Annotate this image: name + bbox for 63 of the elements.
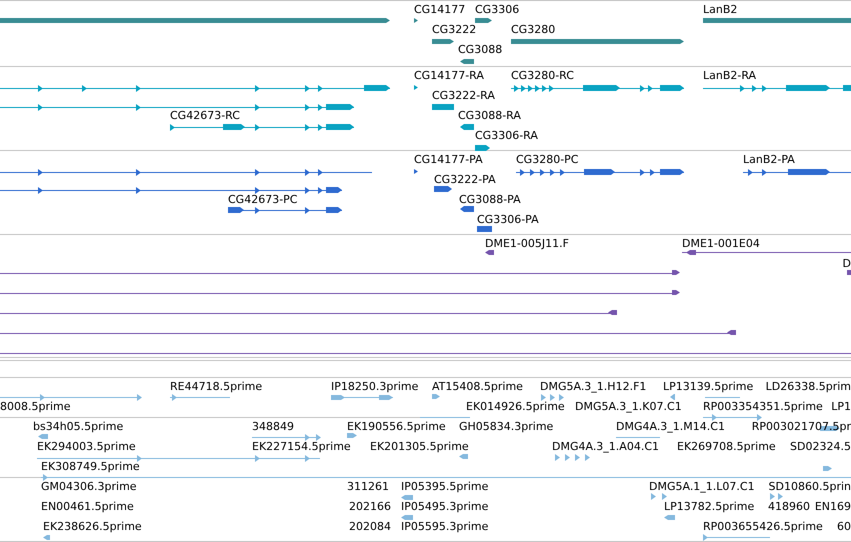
feature-label: RP003021707.5pr xyxy=(752,420,851,433)
feature-label: DME1-005J11.F xyxy=(485,237,569,250)
feature-label: IP05595.3prime xyxy=(401,520,488,533)
feature-label: LP13139.5prime xyxy=(663,380,754,393)
feature-label: CG3280-PC xyxy=(516,153,578,166)
feature-label: 8008.5prime xyxy=(0,400,71,413)
feature-label: CG42673-PC xyxy=(228,193,298,206)
feature-label: DME1-001E04 xyxy=(682,237,760,250)
feature-label: LP13782.5prime xyxy=(664,500,754,513)
feature-label: 202084 xyxy=(349,520,391,533)
feature-label: CG3088-RA xyxy=(458,109,521,122)
feature-label: EK294003.5prime xyxy=(37,440,136,453)
feature-label: IP18250.3prime xyxy=(331,380,418,393)
feature-label: EN169 xyxy=(814,500,851,513)
feature-label: DMG5A.3_1.H12.F1 xyxy=(540,380,646,393)
feature-label: RP003354351.5prime xyxy=(703,400,823,413)
feature-label: CG14177-PA xyxy=(414,153,483,166)
feature-label: EK227154.5prime xyxy=(252,440,351,453)
feature-label: DMG4A.3_1.A04.C1 xyxy=(552,440,660,453)
feature-label: GH05834.3prime xyxy=(459,420,554,433)
feature-label: CG3306-RA xyxy=(475,129,538,142)
feature-label: 418960 xyxy=(768,500,810,513)
feature-label: LanB2-PA xyxy=(743,153,795,166)
feature-label: DMG4A.3_1.M14.C1 xyxy=(616,420,725,433)
feature-label: SD02324.5 xyxy=(790,440,851,453)
feature-label: EK014926.5prime xyxy=(466,400,565,413)
feature-label: EK308749.5prime xyxy=(41,460,140,473)
feature-label: bs34h05.5prime xyxy=(33,420,124,433)
feature-label: GM04306.3prime xyxy=(41,480,137,493)
feature-label: EK201305.5prime xyxy=(370,440,469,453)
feature-label: DMG5A.1_1.L07.C1 xyxy=(649,480,755,493)
feature-label: CG14177-RA xyxy=(414,69,484,82)
feature-label: CG3280 xyxy=(511,23,556,36)
feature-label: EK190556.5prime xyxy=(347,420,446,433)
feature-label: CG3222-PA xyxy=(434,173,496,186)
feature-label: EN00461.5prime xyxy=(41,500,134,513)
feature-label: LD26338.5prim xyxy=(766,380,851,393)
feature-label: 60 xyxy=(837,520,851,533)
feature-label: DMG5A.3_1.K07.C1 xyxy=(575,400,682,413)
feature-label: LP1 xyxy=(831,400,851,413)
feature-label: 311261 xyxy=(347,480,389,493)
feature-label: CG3088 xyxy=(458,43,502,56)
feature-label: LanB2 xyxy=(703,3,738,16)
feature-label: IP05395.5prime xyxy=(401,480,488,493)
feature-label: RP003655426.5prime xyxy=(703,520,823,533)
feature-label: 202166 xyxy=(349,500,391,513)
feature-label: CG3306 xyxy=(475,3,520,16)
feature-label: SD10860.5prin xyxy=(768,480,851,493)
feature-label: CG14177 xyxy=(414,3,466,16)
feature-label: LanB2-RA xyxy=(703,69,756,82)
feature-label: CG3088-PA xyxy=(459,193,521,206)
feature-label: AT15408.5prime xyxy=(432,380,523,393)
feature-label: IP05495.3prime xyxy=(401,500,488,513)
feature-label: CG3306-PA xyxy=(477,213,539,226)
feature-label: EK238626.5prime xyxy=(43,520,142,533)
feature-label: 348849 xyxy=(252,420,294,433)
feature-label: CG42673-RC xyxy=(170,109,240,122)
feature-label: CG3222 xyxy=(432,23,476,36)
feature-label: CG3222-RA xyxy=(432,89,495,102)
feature-label: RE44718.5prime xyxy=(170,380,262,393)
feature-label: D xyxy=(842,257,851,270)
feature-label: CG3280-RC xyxy=(511,69,574,82)
feature-label: EK269708.5prime xyxy=(677,440,776,453)
